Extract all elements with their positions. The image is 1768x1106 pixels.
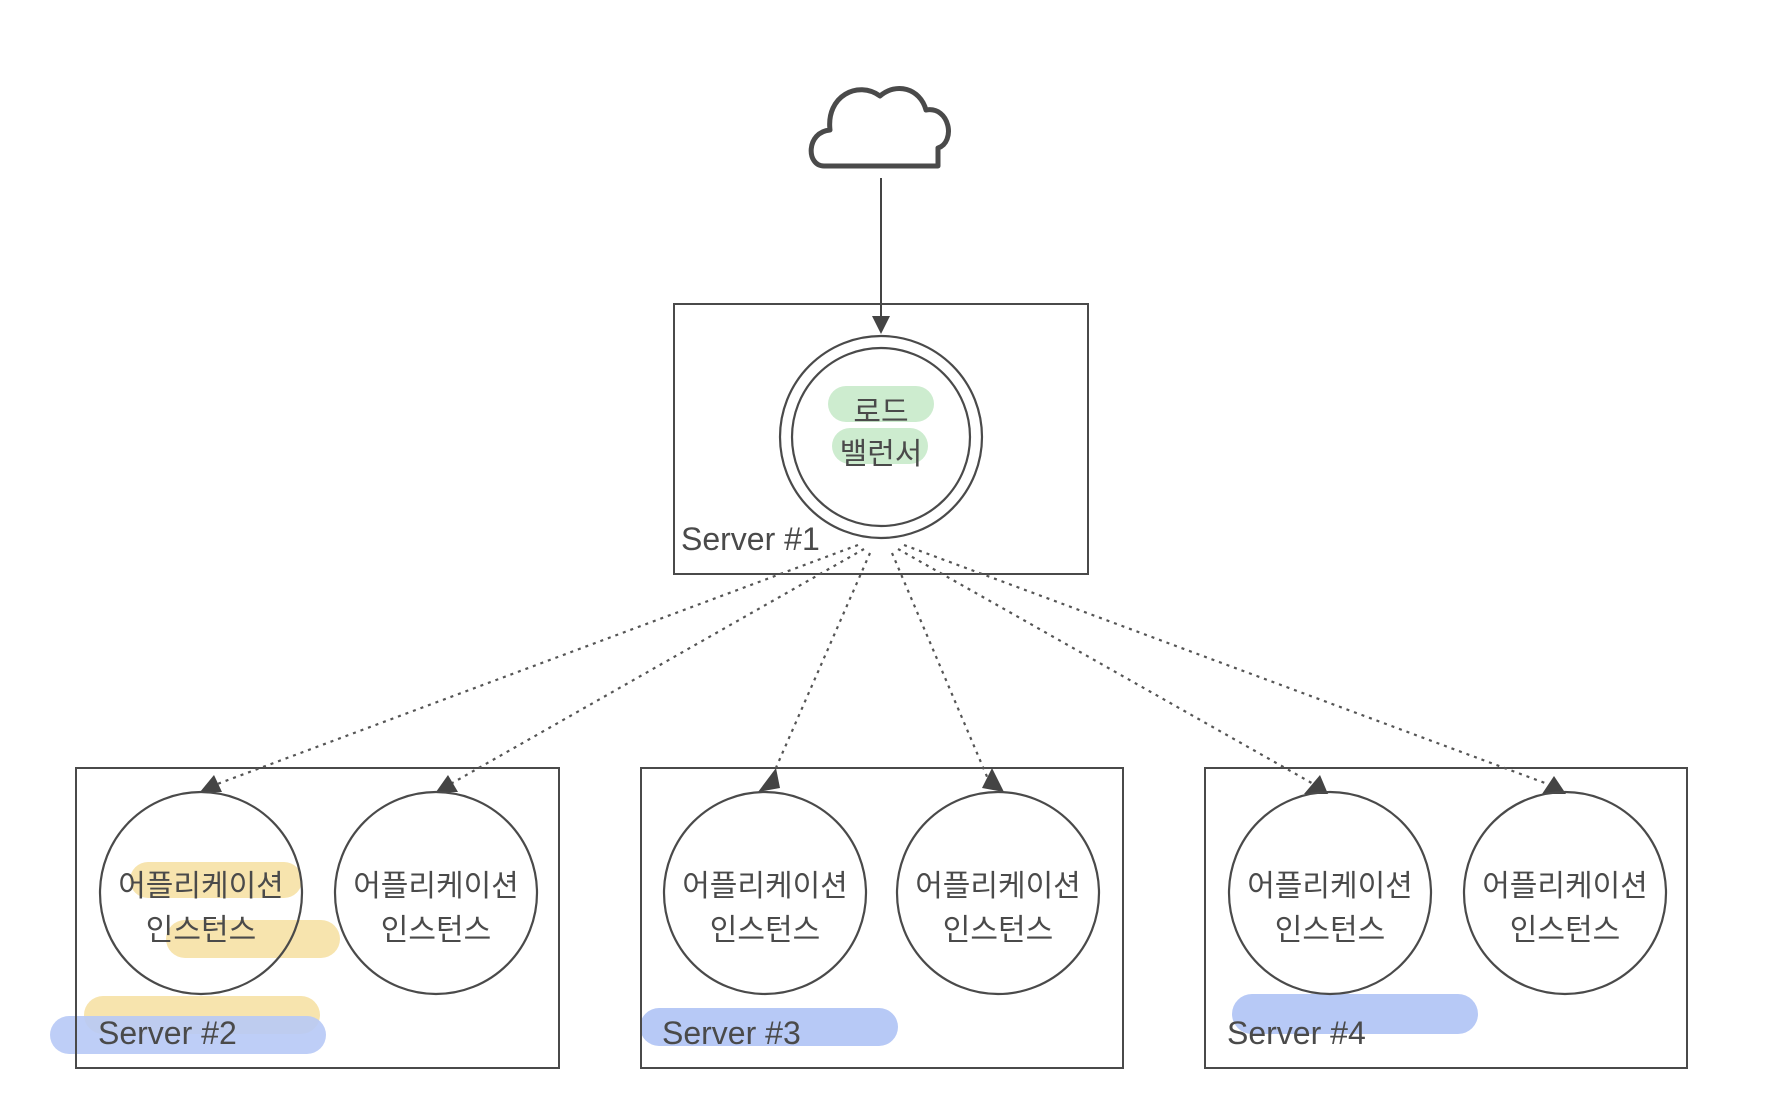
arrow-head-s4-i1 [1304,775,1328,794]
instance-label-line1: 어플리케이션 [118,869,284,904]
edge-lb-to-s4-instance1 [897,548,1318,787]
edge-lb-to-s3-instance1 [766,552,872,787]
instance-label-line2: 인스턴스 [710,913,820,948]
server-3-label: Server #3 [662,1015,801,1051]
instance-label-line1: 어플리케이션 [915,869,1081,904]
load-balancer-inner-circle [790,346,972,528]
instance-circle [1462,790,1668,996]
load-balancer-label-line1: 로드 [853,395,908,430]
instance-circle [895,790,1101,996]
instance-circle [98,790,304,996]
dotted-edges [200,543,1566,794]
instance-label-line2: 인스턴스 [943,913,1053,948]
instance-label-line2: 인스턴스 [1275,913,1385,948]
arrow-head-s4-i2 [1542,776,1566,794]
instance-label-line2: 인스턴스 [381,913,491,948]
server-1-label: Server #1 [681,521,820,557]
instance-label-line1: 어플리케이션 [1247,869,1413,904]
server-1-box [673,303,1089,575]
load-balancer: 로드 밸런서 [778,334,984,540]
cloud-icon [808,86,951,169]
server-3-instance-2: 어플리케이션 인스턴스 [895,790,1101,996]
instance-label-line2: 인스턴스 [1510,913,1620,948]
server-3-instance-1: 어플리케이션 인스턴스 [662,790,868,996]
instance-label-line1: 어플리케이션 [1482,869,1648,904]
server-4-label: Server #4 [1227,1015,1366,1051]
server-4-instance-1: 어플리케이션 인스턴스 [1227,790,1433,996]
instance-circle [333,790,539,996]
arrow-head-s3-i2 [982,768,1004,792]
highlight-yellow-instance-line1 [130,862,302,898]
highlight-blue-server3 [640,1008,898,1046]
server-2-label: Server #2 [98,1015,237,1051]
arrow-head-s2-i2 [436,775,458,792]
highlight-blue-server4 [1232,994,1478,1034]
instance-circle [1227,790,1433,996]
load-balancer-outer-circle [778,334,984,540]
arrow-head-s3-i1 [758,768,780,792]
edge-lb-to-s2-instance1 [211,543,859,788]
arrow-head [872,316,890,334]
highlight-blue-server2 [50,1016,326,1054]
server-3-box [640,767,1124,1069]
arrow-head-s2-i1 [200,775,222,792]
instance-label-line1: 어플리케이션 [682,869,848,904]
edge-cloud-to-load-balancer [872,178,890,334]
highlight-yellow-instance-line2 [166,920,340,958]
edge-lb-to-s3-instance2 [890,552,993,787]
server-2-instance-2: 어플리케이션 인스턴스 [333,790,539,996]
instance-label-line2: 인스턴스 [146,913,256,948]
edge-lb-to-s2-instance2 [446,548,865,787]
server-4-box [1204,767,1688,1069]
highlight-green-lb-line1 [828,386,934,422]
edge-lb-to-s4-instance2 [903,543,1554,788]
instance-label-line1: 어플리케이션 [353,869,519,904]
load-balancer-label-line2: 밸런서 [840,437,923,472]
highlight-marks [50,386,1478,1054]
server-2-instance-1: 어플리케이션 인스턴스 [98,790,304,996]
highlight-green-lb-line2 [832,428,928,464]
server-4-instance-2: 어플리케이션 인스턴스 [1462,790,1668,996]
instance-circle [662,790,868,996]
server-2-box [75,767,560,1069]
